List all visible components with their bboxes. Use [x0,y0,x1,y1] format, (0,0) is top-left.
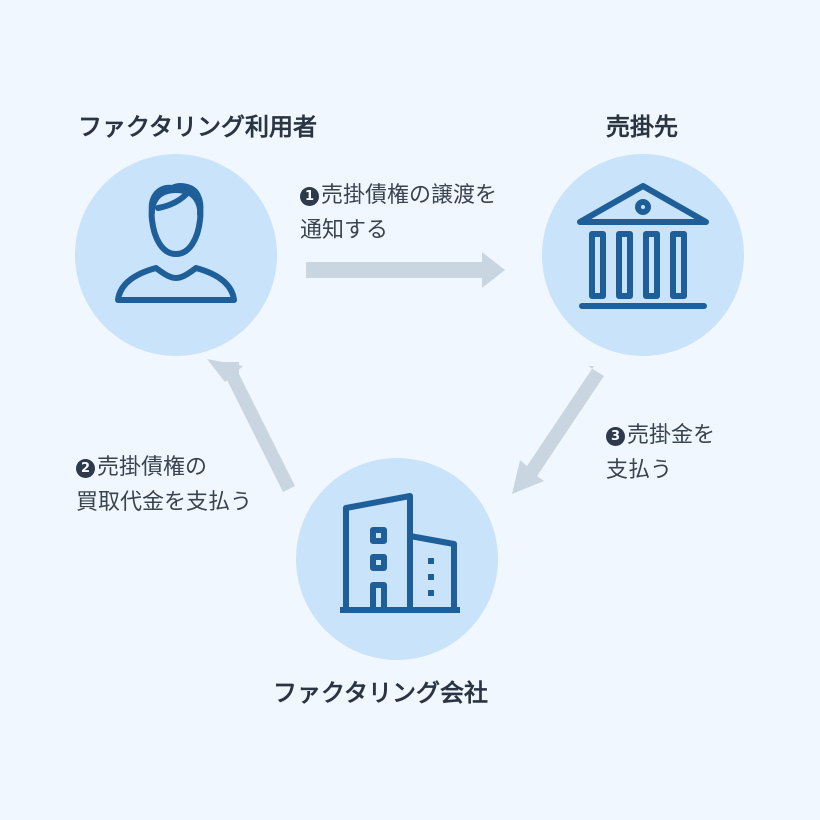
person-icon [115,183,237,303]
user-node [75,154,277,356]
arrow-user-to-debtor [306,252,505,288]
debtor-node [542,154,744,356]
step-1-badge: 1 [300,187,319,206]
user-title: ファクタリング利用者 [78,113,318,141]
bank-building-icon [577,183,709,309]
office-building-icon [340,493,460,613]
step-1-text-2: 通知する [300,218,389,243]
step-1-text-1: 売掛債権の譲渡を [321,183,498,208]
step-2-badge: 2 [76,459,95,478]
step-2-text-2: 買取代金を支払う [76,490,253,515]
arrow-factor-to-user [207,359,295,492]
factor-circle [296,458,498,660]
factor-title: ファクタリング会社 [273,679,489,707]
arrow-debtor-to-factor [512,366,604,494]
step-3-text-2: 支払う [606,458,673,483]
step-2-text-1: 売掛債権の [97,455,208,480]
step-3-text-1: 売掛金を [627,423,716,448]
debtor-title: 売掛先 [606,113,678,141]
step-3-badge: 3 [606,427,625,446]
factor-node [296,458,498,660]
